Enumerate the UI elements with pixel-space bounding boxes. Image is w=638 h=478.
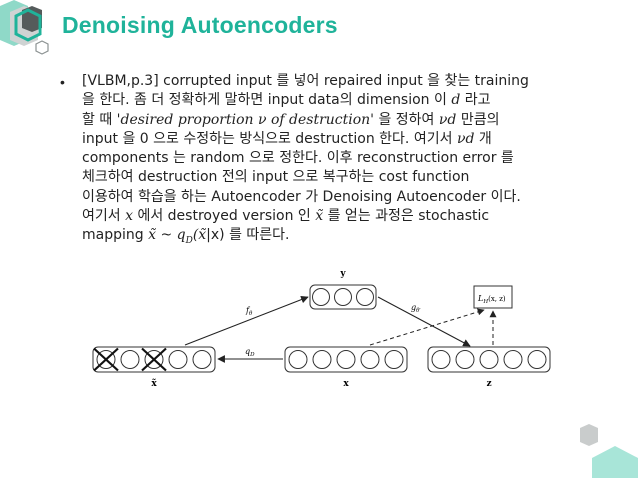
text-segment: 을 한다. 좀 더 정확하게 말하면 input data의 dimension… xyxy=(82,92,452,109)
text-segment: 에서 destroyed version 인 xyxy=(133,208,316,225)
italic-phrase: 'desired proportion ν of destruction' xyxy=(116,111,375,128)
x-to-loss-dashed-arrow xyxy=(369,308,485,346)
math-symbol: (x̃ xyxy=(192,227,207,244)
text-segment: 를 얻는 과정은 stochastic xyxy=(323,208,490,225)
corner-hexagons-bottom-right xyxy=(580,424,638,478)
z-unit xyxy=(527,350,547,369)
z-unit xyxy=(503,350,523,369)
x-layer-units xyxy=(288,350,404,369)
text-segment: 만큼의 xyxy=(456,111,500,128)
corner-hexagons-top-left xyxy=(0,0,49,55)
q-d-main: q xyxy=(245,347,250,356)
destroyed-cross-mark xyxy=(141,347,167,372)
x-tilde-unit xyxy=(168,350,188,369)
loss-label-args: (x, z) xyxy=(488,295,506,303)
bullet-line: input 을 0 으로 수정하는 방식으로 destruction 한다. 여… xyxy=(82,130,582,149)
z-unit xyxy=(431,350,451,369)
bullet-line: 체크하여 destruction 전의 input 으로 복구하는 cost f… xyxy=(82,168,582,187)
x-tilde-unit xyxy=(96,350,116,369)
z-layer-box xyxy=(427,346,551,373)
math-symbol: x xyxy=(125,208,133,225)
bullet-line: 여기서 x 에서 destroyed version 인 x̃ 를 얻는 과정은… xyxy=(82,207,582,226)
bullet-line: 을 한다. 좀 더 정확하게 말하면 input data의 dimension… xyxy=(82,91,582,110)
math-symbol: νd xyxy=(456,130,475,147)
text-segment: components 는 random 으로 정한다. 이후 reconstru… xyxy=(82,150,514,167)
text-segment: 이용하여 학습을 하는 Autoencoder 가 Denoising Auto… xyxy=(82,188,521,205)
bullet-line: 할 때 'desired proportion ν of destruction… xyxy=(82,111,582,130)
f-theta-arrow xyxy=(184,295,309,346)
y-unit xyxy=(312,288,330,306)
math-symbol: x̃ ~ q xyxy=(148,227,186,244)
math-subscript: D xyxy=(185,236,193,247)
y-label: y xyxy=(339,269,346,279)
teal-light-hexagon xyxy=(592,446,638,478)
f-theta-sub: θ xyxy=(249,311,253,317)
z-layer-units xyxy=(431,350,547,369)
y-layer-units xyxy=(312,288,374,306)
bullet-marker: • xyxy=(60,74,65,90)
g-theta-main: g xyxy=(411,303,416,312)
g-theta-label: gθ′ xyxy=(411,303,421,314)
dark-gray-hexagon xyxy=(22,6,42,32)
y-unit xyxy=(334,288,352,306)
text-segment: 라고 xyxy=(460,92,491,109)
math-symbol: νd xyxy=(438,111,457,128)
x-unit xyxy=(336,350,356,369)
x-unit xyxy=(360,350,380,369)
q-d-label: qD xyxy=(245,347,255,358)
destroyed-cross-mark xyxy=(93,347,119,372)
x-tilde-layer-units xyxy=(93,347,212,372)
q-d-sub: D xyxy=(249,352,255,358)
bullet-line: 이용하여 학습을 하는 Autoencoder 가 Denoising Auto… xyxy=(82,188,582,207)
teal-outline-hexagon xyxy=(14,8,42,42)
x-tilde-unit xyxy=(120,350,140,369)
text-segment: 을 정하여 xyxy=(374,111,439,128)
f-theta-label: fθ xyxy=(245,306,253,317)
x-layer-box xyxy=(284,346,408,373)
text-segment: input 을 0 으로 수정하는 방식으로 destruction 한다. 여… xyxy=(82,130,457,147)
z-unit xyxy=(455,350,475,369)
text-segment: 할 때 xyxy=(82,111,117,128)
gray-hexagon-small xyxy=(580,424,598,446)
x-unit xyxy=(312,350,332,369)
text-segment: 여기서 xyxy=(82,208,126,225)
y-unit xyxy=(356,288,374,306)
small-hexagon-outline xyxy=(35,40,49,55)
x-tilde-unit xyxy=(192,350,212,369)
text-segment: mapping xyxy=(82,227,149,244)
text-segment: [VLBM,p.3] corrupted input 를 넣어 repaired… xyxy=(82,73,529,89)
x-label: x xyxy=(343,379,349,389)
slide-title: Denoising Autoencoders xyxy=(62,12,338,38)
bullet-line: mapping x̃ ~ qD(x̃|x) 를 따른다. xyxy=(82,226,582,251)
loss-label-main: L xyxy=(477,294,483,303)
f-theta-main: f xyxy=(245,306,251,315)
x-tilde-unit xyxy=(144,350,164,369)
math-symbol: x̃ xyxy=(315,208,324,225)
text-segment: |x) 를 따른다. xyxy=(206,227,290,244)
g-theta-sub: θ′ xyxy=(416,308,421,314)
bullet-paragraph: [VLBM,p.3] corrupted input 를 넣어 repaired… xyxy=(82,72,582,251)
text-segment: 개 xyxy=(474,130,492,147)
loss-box xyxy=(473,285,513,309)
bullet-line: [VLBM,p.3] corrupted input 를 넣어 repaired… xyxy=(82,72,582,91)
math-symbol: d xyxy=(451,92,461,109)
x-tilde-label: x̃ xyxy=(151,378,157,389)
x-unit xyxy=(288,350,308,369)
loss-label-sub: H xyxy=(482,299,488,305)
z-unit xyxy=(479,350,499,369)
y-layer-box xyxy=(309,284,377,310)
text-segment: 체크하여 destruction 전의 input 으로 복구하는 cost f… xyxy=(82,169,470,186)
x-unit xyxy=(384,350,404,369)
bullet-line: components 는 random 으로 정한다. 이후 reconstru… xyxy=(82,149,582,168)
x-tilde-layer-box xyxy=(92,346,216,373)
loss-label: LH(x, z) xyxy=(477,294,506,305)
g-theta-arrow xyxy=(377,296,471,347)
z-label: z xyxy=(486,379,491,389)
